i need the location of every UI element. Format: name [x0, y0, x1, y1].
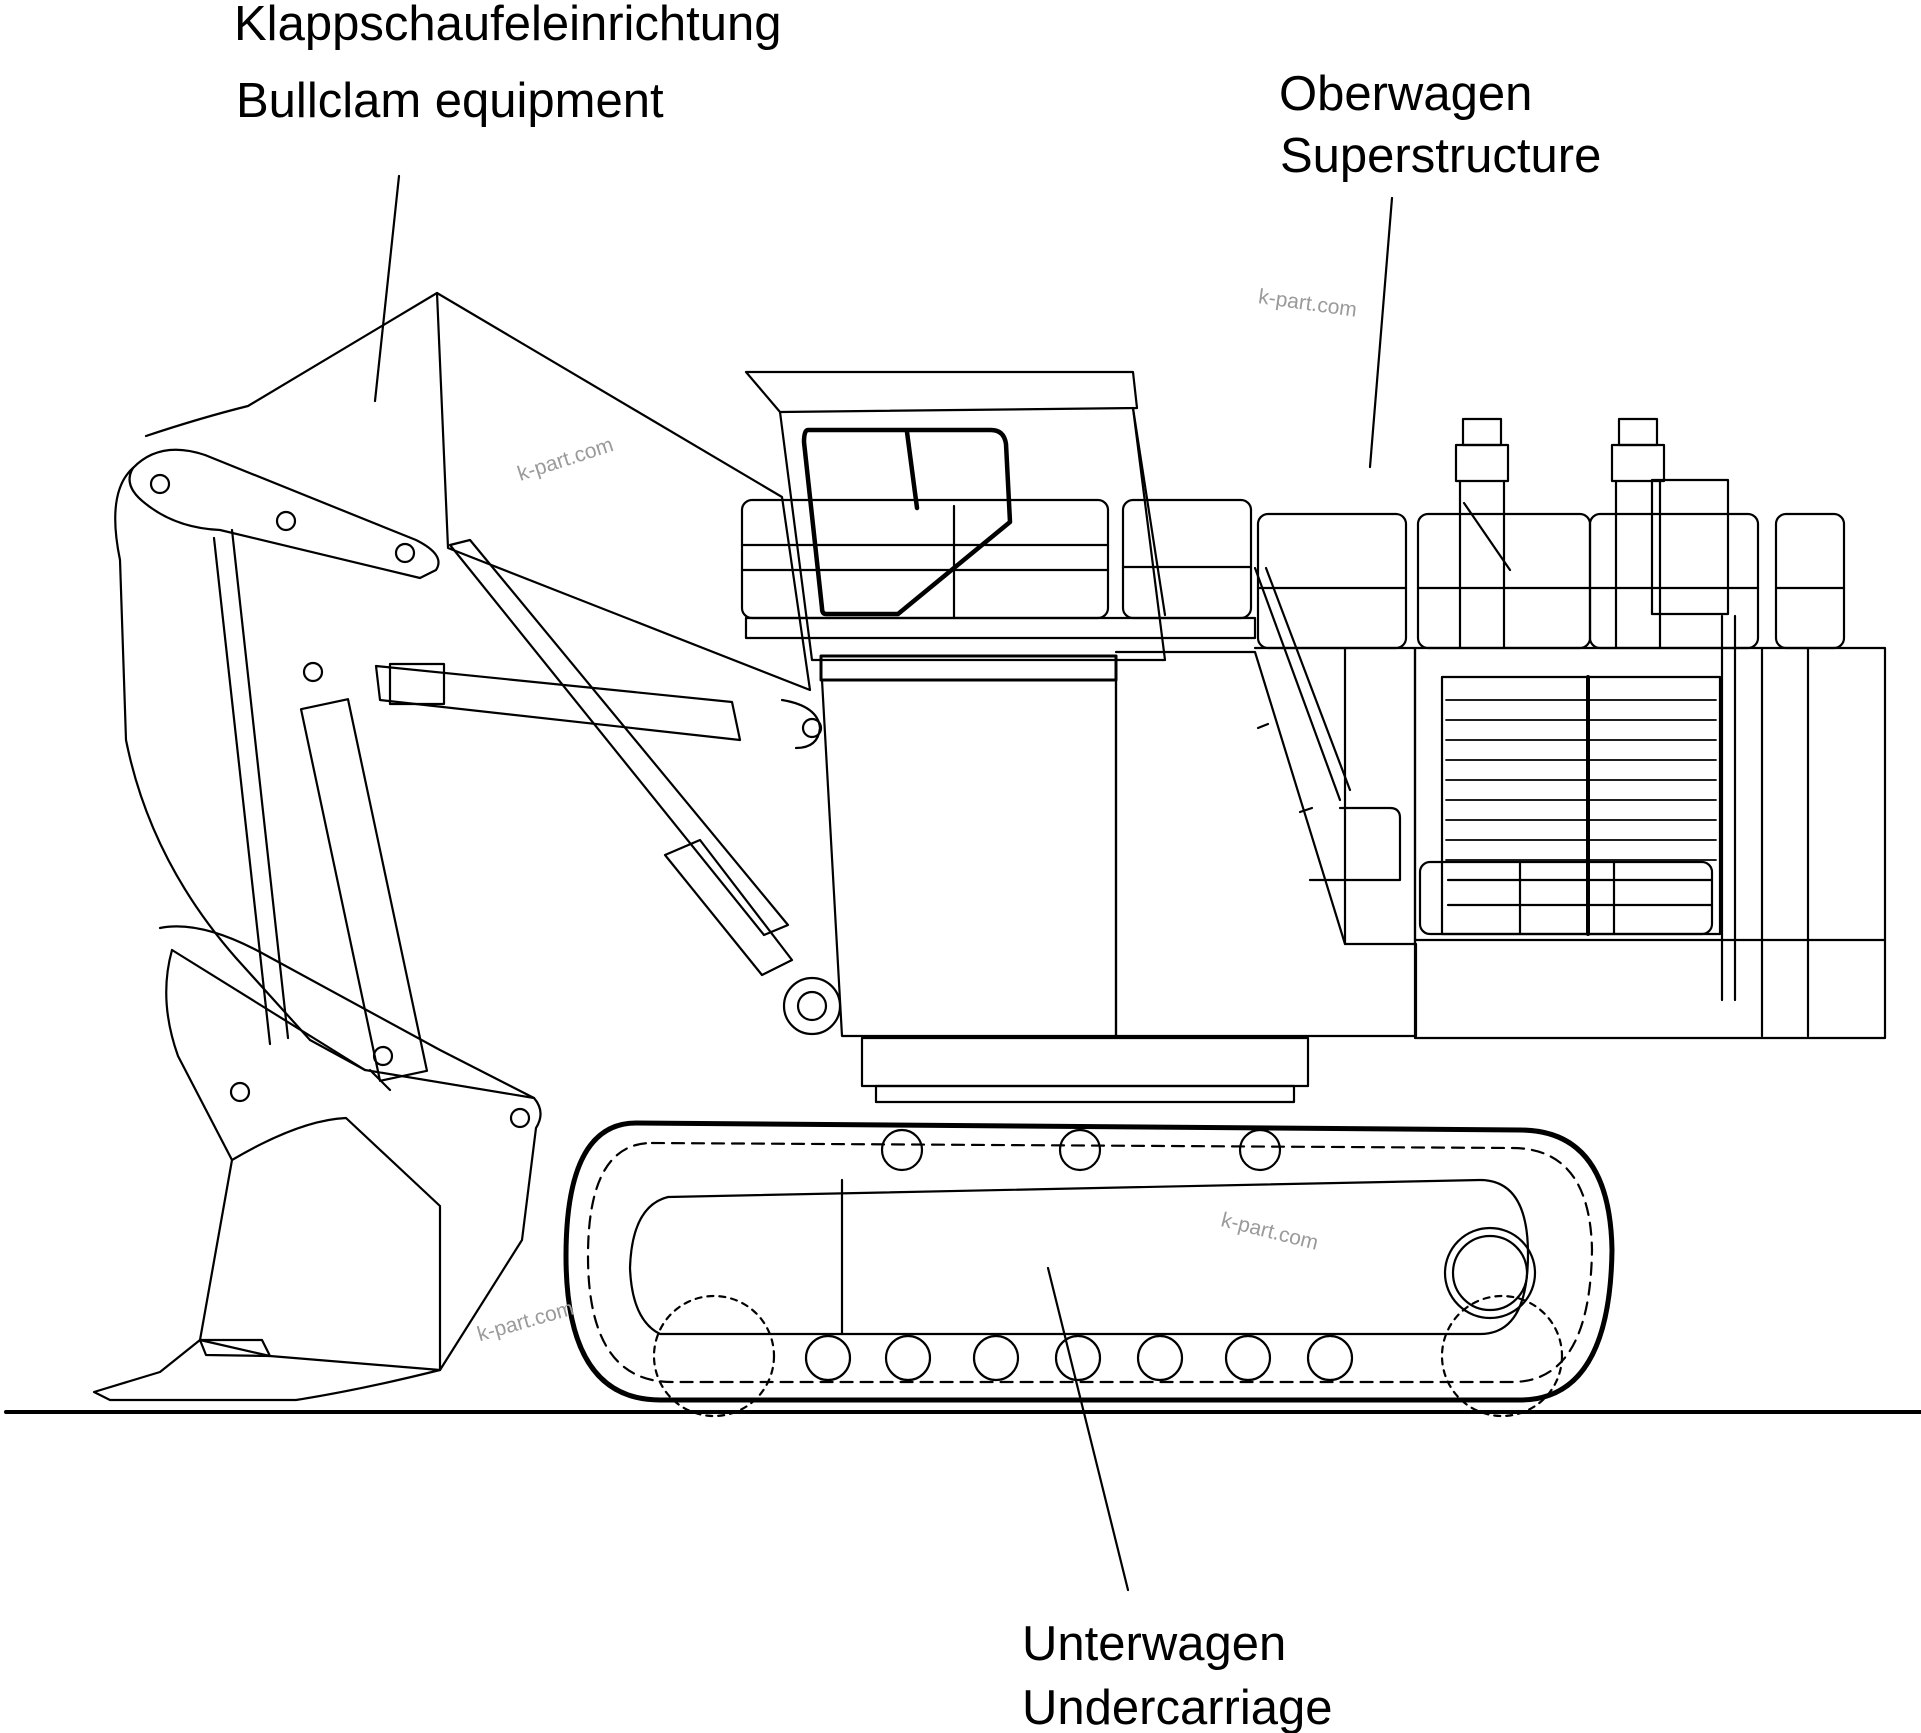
superstructure [740, 370, 1887, 1040]
bullclam-attachment [92, 291, 842, 1402]
label-undercarriage-de: Unterwagen [1022, 1617, 1287, 1671]
undercarriage [563, 1036, 1615, 1418]
label-bullclam-de: Klappschaufeleinrichtung [234, 0, 782, 51]
label-superstructure-en: Superstructure [1280, 129, 1602, 183]
label-superstructure-de: Oberwagen [1279, 67, 1533, 121]
leader-bullclam [373, 174, 401, 403]
leader-undercarriage [1046, 1266, 1130, 1592]
leader-superstructure [1368, 196, 1394, 469]
label-undercarriage-en: Undercarriage [1022, 1681, 1333, 1733]
label-bullclam-en: Bullclam equipment [236, 74, 664, 128]
